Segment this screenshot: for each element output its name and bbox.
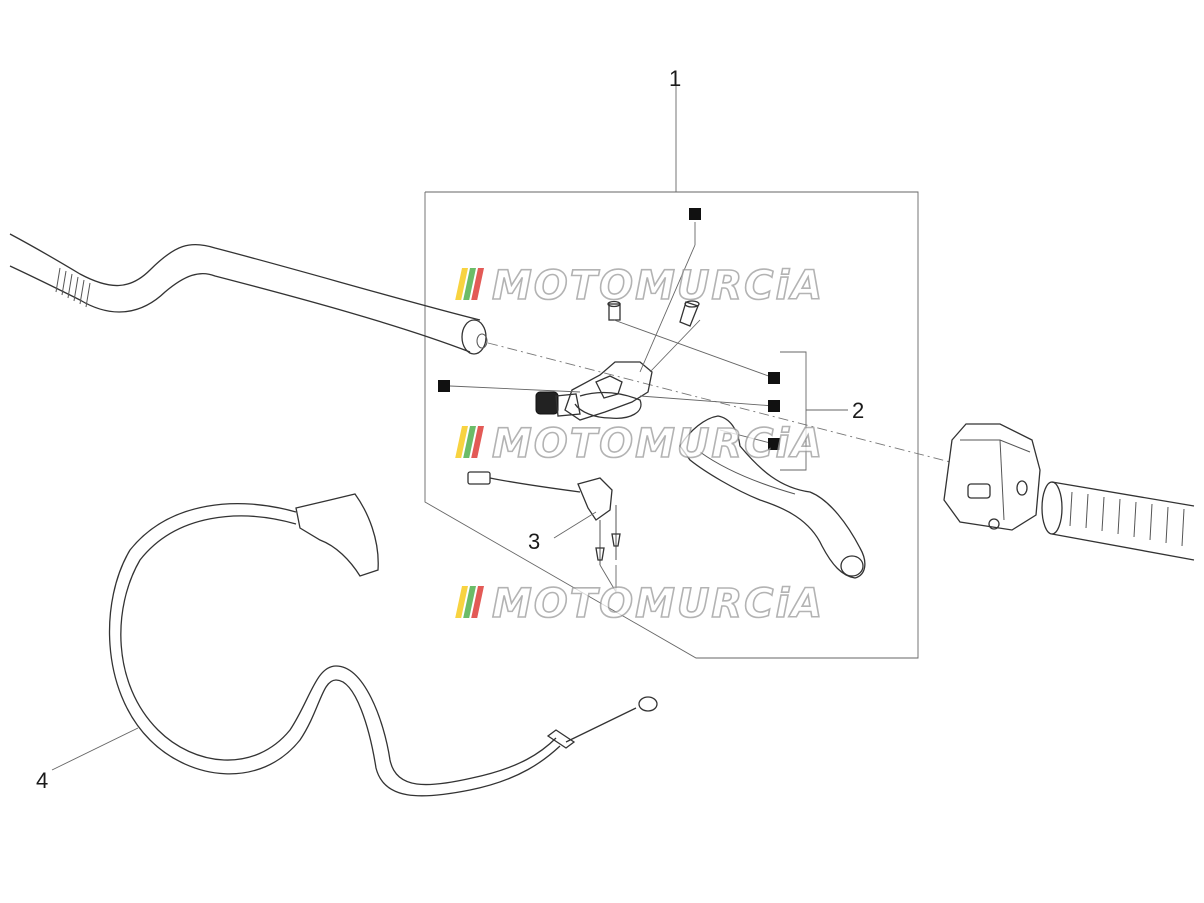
marker-square-left bbox=[438, 380, 450, 392]
marker-square-r1 bbox=[768, 372, 780, 384]
switch-housing bbox=[943, 423, 1041, 531]
callout-1: 1 bbox=[669, 66, 681, 91]
watermark-stripe-2 bbox=[463, 268, 476, 300]
clutch-switch bbox=[467, 471, 621, 565]
handle-grip bbox=[1041, 481, 1195, 561]
lever-bracket bbox=[535, 361, 653, 421]
watermark-text: MOTOMURCiA bbox=[492, 421, 824, 467]
leader-lines bbox=[51, 222, 848, 771]
callout-2: 2 bbox=[852, 398, 864, 423]
screw bbox=[679, 300, 700, 327]
marker-square-r2 bbox=[768, 400, 780, 412]
clutch-cable bbox=[108, 493, 658, 797]
watermark-stripe-1 bbox=[455, 268, 468, 300]
marker-squares bbox=[438, 208, 780, 450]
marker-square-r3 bbox=[768, 438, 780, 450]
marker-square-top bbox=[689, 208, 701, 220]
watermark-1: MOTOMURCiA bbox=[455, 262, 824, 310]
watermark-text: MOTOMURCiA bbox=[492, 263, 824, 309]
callout-4: 4 bbox=[36, 768, 48, 793]
watermark-3: MOTOMURCiA bbox=[455, 580, 824, 628]
callout-3: 3 bbox=[528, 529, 540, 554]
watermark-stripe-3 bbox=[471, 268, 484, 300]
clutch-lever bbox=[679, 415, 866, 579]
watermark-2: MOTOMURCiA bbox=[455, 420, 824, 468]
watermark-text: MOTOMURCiA bbox=[492, 581, 824, 627]
kit-frame bbox=[424, 85, 919, 659]
handlebar bbox=[9, 233, 488, 355]
